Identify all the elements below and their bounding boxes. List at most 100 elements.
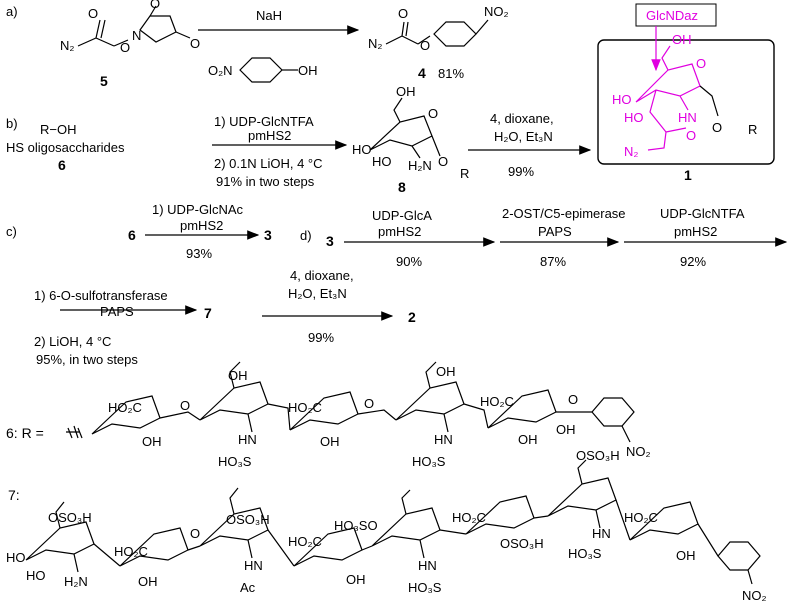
c-r1: 1) UDP-GlcNAc	[152, 202, 244, 217]
atom-group-label: O	[88, 6, 98, 21]
struct-7-label: 7:	[8, 487, 20, 503]
atom-group-label: NO₂	[626, 444, 651, 459]
o2n-label: O₂N	[208, 63, 233, 78]
d-s4-l2: PAPS	[100, 304, 134, 319]
aryl-ring-4	[433, 21, 477, 47]
panel-b-tag: b)	[6, 116, 18, 131]
atom-group-label: OH	[228, 368, 248, 383]
c-yield: 93%	[186, 246, 212, 261]
atom-group-label: HN	[238, 432, 257, 447]
c-sm-label: 6	[128, 227, 136, 243]
d-s1-mid: pmHS2	[378, 224, 421, 239]
atom-group-label: OH	[320, 434, 340, 449]
hs-oligo: HS oligosaccharides	[6, 140, 125, 155]
d-s2-yield: 87%	[540, 254, 566, 269]
compound-3-label: 3	[264, 227, 272, 243]
panel-c-tag: c)	[6, 224, 17, 239]
wavy-bond	[66, 425, 83, 439]
atom-group-label: O	[190, 36, 200, 51]
atom-group-label: HO	[372, 154, 392, 169]
atom-group-label: HO	[26, 568, 46, 583]
no2-label-4: NO₂	[484, 4, 509, 19]
atom-group-label: O	[428, 106, 438, 121]
d-sm-label: 3	[326, 233, 334, 249]
atom-group-label: HO₃S	[408, 580, 442, 595]
atom-group-label: OH	[556, 422, 576, 437]
b-step2: 2) 0.1N LiOH, 4 °C	[214, 156, 323, 171]
atom-group-label: HN	[434, 432, 453, 447]
r-label-1: R	[748, 122, 757, 137]
diazo-n2-4: N₂	[368, 36, 382, 51]
bond-line	[475, 19, 489, 35]
d-s1-yield: 90%	[396, 254, 422, 269]
d-s5-l2: H₂O, Et₃N	[288, 286, 347, 301]
atom-group-label: OSO₃H	[576, 448, 620, 463]
bond-line	[385, 21, 431, 45]
structure-6: 6: R = OH HO₂C O O OH HO₂C OH HO₂C O OH …	[6, 361, 651, 469]
product-1-box	[597, 39, 775, 165]
atom-group-label: HO₂C	[452, 510, 486, 525]
atom-group-label: OH	[346, 572, 366, 587]
panel-a: a) N₂ O O N O O 5 NaH O₂N OH N₂ O O NO₂ …	[6, 0, 509, 89]
diazo-n2: N₂	[60, 38, 74, 53]
compound-8-label: 8	[398, 179, 406, 195]
atom-group-label: R	[460, 166, 469, 181]
atom-group-label: OSO₃H	[226, 512, 270, 527]
atom-group-label: OH	[396, 84, 416, 99]
atom-group-label: HO₂C	[288, 534, 322, 549]
d-s1-top: UDP-GlcA	[372, 208, 432, 223]
atom-group-label: HO₃S	[218, 454, 252, 469]
atom-group-label: HO	[352, 142, 372, 157]
atom-group-label: O	[568, 392, 578, 407]
atom-group-label: HO₂C	[108, 400, 142, 415]
nh-label: HN	[678, 110, 697, 125]
d-s3-top: UDP-GlcNTFA	[660, 206, 745, 221]
d-s4-l1: 1) 6-O-sulfotransferase	[34, 288, 168, 303]
atom-group-label: O	[712, 120, 722, 135]
glycosidic-bonds-7	[55, 459, 753, 585]
atom-group-label: NO₂	[742, 588, 767, 603]
r-oh: R−OH	[40, 122, 76, 137]
b-step1b: pmHS2	[248, 128, 291, 143]
d-s5-yield: 99%	[308, 330, 334, 345]
atom-group-label: N₂	[624, 144, 638, 159]
d-s5-l1: 4, dioxane,	[290, 268, 354, 283]
b-step3: 91% in two steps	[216, 174, 315, 189]
nitrophenol-ring	[239, 57, 283, 83]
atom-group-label: OH	[676, 548, 696, 563]
atom-group-label: OH	[436, 364, 456, 379]
b-r2-yield: 99%	[508, 164, 534, 179]
atom-group-label: OSO₃H	[48, 510, 92, 525]
panel-d: d) 3 UDP-GlcA pmHS2 90% 2-OST/C5-epimera…	[34, 206, 788, 367]
reagent-nah: NaH	[256, 8, 282, 23]
glycosidic-bonds-6	[159, 361, 631, 443]
aryl-ring-6	[591, 397, 635, 427]
atom-group-label: O	[686, 128, 696, 143]
atom-group-label: Ac	[240, 580, 256, 595]
atom-group-label: HN	[418, 558, 437, 573]
atom-group-label: OH	[142, 434, 162, 449]
atom-group-label: OH	[138, 574, 158, 589]
succinimide-ring	[139, 5, 191, 43]
yield-a: 81%	[438, 66, 464, 81]
atom-group-label: O	[180, 398, 190, 413]
atom-group-label: HN	[592, 526, 611, 541]
compound-2-label: 2	[408, 309, 416, 325]
atom-group-label: HO	[612, 92, 632, 107]
compound-4-label: 4	[418, 65, 426, 81]
compound-5-label: 5	[100, 73, 108, 89]
panel-c: c) 6 1) UDP-GlcNAc pmHS2 93% 3	[6, 202, 272, 261]
atom-group-label: HO₂C	[480, 394, 514, 409]
atom-group-label: HO₂C	[114, 544, 148, 559]
atom-group-label: N	[132, 28, 141, 43]
b-r2-1: 4, dioxane,	[490, 111, 554, 126]
atom-group-label: HO	[6, 550, 26, 565]
atom-group-label: OH	[518, 432, 538, 447]
atom-group-label: H₂N	[408, 158, 432, 173]
atom-group-label: HN	[244, 558, 263, 573]
panel-b: b) R−OH HS oligosaccharides 6 1) UDP-Glc…	[6, 3, 775, 195]
atom-group-label: HO₂C	[288, 400, 322, 415]
d-s3-yield: 92%	[680, 254, 706, 269]
atom-group-label: OSO₃H	[500, 536, 544, 551]
